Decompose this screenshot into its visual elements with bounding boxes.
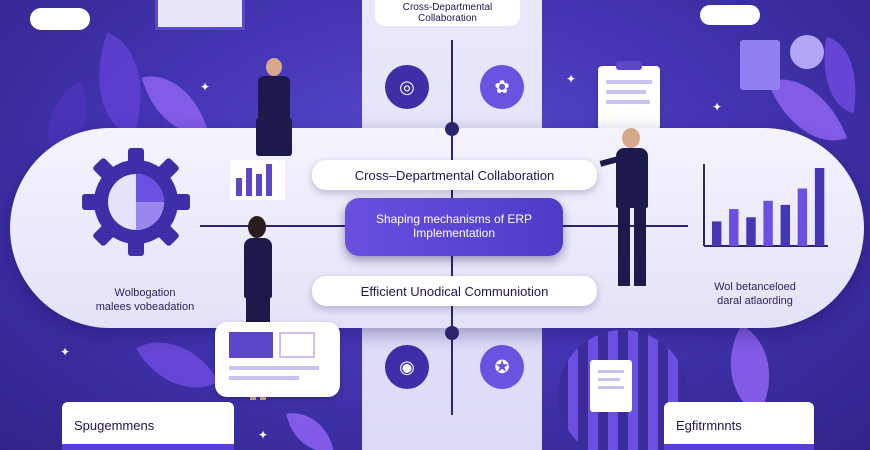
sparkle-icon: ✦ xyxy=(712,100,723,114)
badge-icon: ✪ xyxy=(480,345,524,389)
card-accent-bar xyxy=(664,444,814,450)
chart-bar xyxy=(729,209,739,246)
card-accent-bar xyxy=(62,444,234,450)
sparkle-icon: ✦ xyxy=(200,80,211,94)
eye-icon: ◉ xyxy=(385,345,429,389)
document-decoration xyxy=(590,360,632,412)
bottom-left-card-label: Spugemmens xyxy=(74,418,155,433)
bar-chart xyxy=(703,164,828,247)
top-label: Cross-Departmental Collaboration xyxy=(375,0,520,26)
center-badge-line1: Shaping mechanisms of ERP xyxy=(375,212,533,226)
connector-node xyxy=(445,326,459,340)
left-caption-line1: Wolbogation xyxy=(114,287,176,299)
sparkle-icon: ✦ xyxy=(60,345,71,359)
bottom-left-card: Spugemmens xyxy=(62,402,234,450)
globe-icon: ◎ xyxy=(385,65,429,109)
chart-bar xyxy=(814,168,825,246)
bottom-right-card-label: Egfitrmnnts xyxy=(676,418,742,433)
chart-bar xyxy=(797,188,808,246)
collaboration-label: Cross–Departmental Collaboration xyxy=(312,160,597,190)
mini-bar-chart xyxy=(230,160,285,200)
bottom-right-card: Egfitrmnnts xyxy=(664,402,814,450)
right-caption-line1: Wol betanceloed xyxy=(714,281,796,293)
cloud-decoration xyxy=(30,8,90,30)
left-caption: Wolbogation malees vobeadation xyxy=(70,286,220,314)
chart-bar xyxy=(780,204,790,246)
center-badge: Shaping mechanisms of ERP Implementation xyxy=(345,198,563,256)
pie-chart-icon xyxy=(108,174,164,230)
center-badge-line2: Implementation xyxy=(412,226,496,240)
framed-chart-picture xyxy=(155,0,245,30)
brain-icon: ✿ xyxy=(480,65,524,109)
communication-label: Efficient Unodical Communiotion xyxy=(312,276,597,306)
cloud-decoration xyxy=(700,5,760,25)
circle-decoration xyxy=(790,35,824,69)
connector-node xyxy=(445,122,459,136)
chart-bar xyxy=(763,200,773,246)
chart-bar xyxy=(712,221,722,246)
sparkle-icon: ✦ xyxy=(566,72,577,86)
person-right xyxy=(599,128,664,288)
right-caption: Wol betanceloed daral atlaording xyxy=(680,280,830,308)
sparkle-icon: ✦ xyxy=(258,428,269,442)
right-caption-line2: daral atlaording xyxy=(717,295,793,307)
connector-left xyxy=(200,225,345,227)
monitor-decoration xyxy=(215,322,340,397)
left-caption-line2: malees vobeadation xyxy=(95,301,195,313)
gear-icon xyxy=(82,148,190,256)
person-top-left xyxy=(252,58,296,158)
leaf-decoration xyxy=(286,406,334,450)
clipboard-icon xyxy=(598,61,660,130)
leaf-decoration xyxy=(136,320,219,410)
board-decoration xyxy=(740,40,780,90)
chart-bar xyxy=(746,217,756,246)
